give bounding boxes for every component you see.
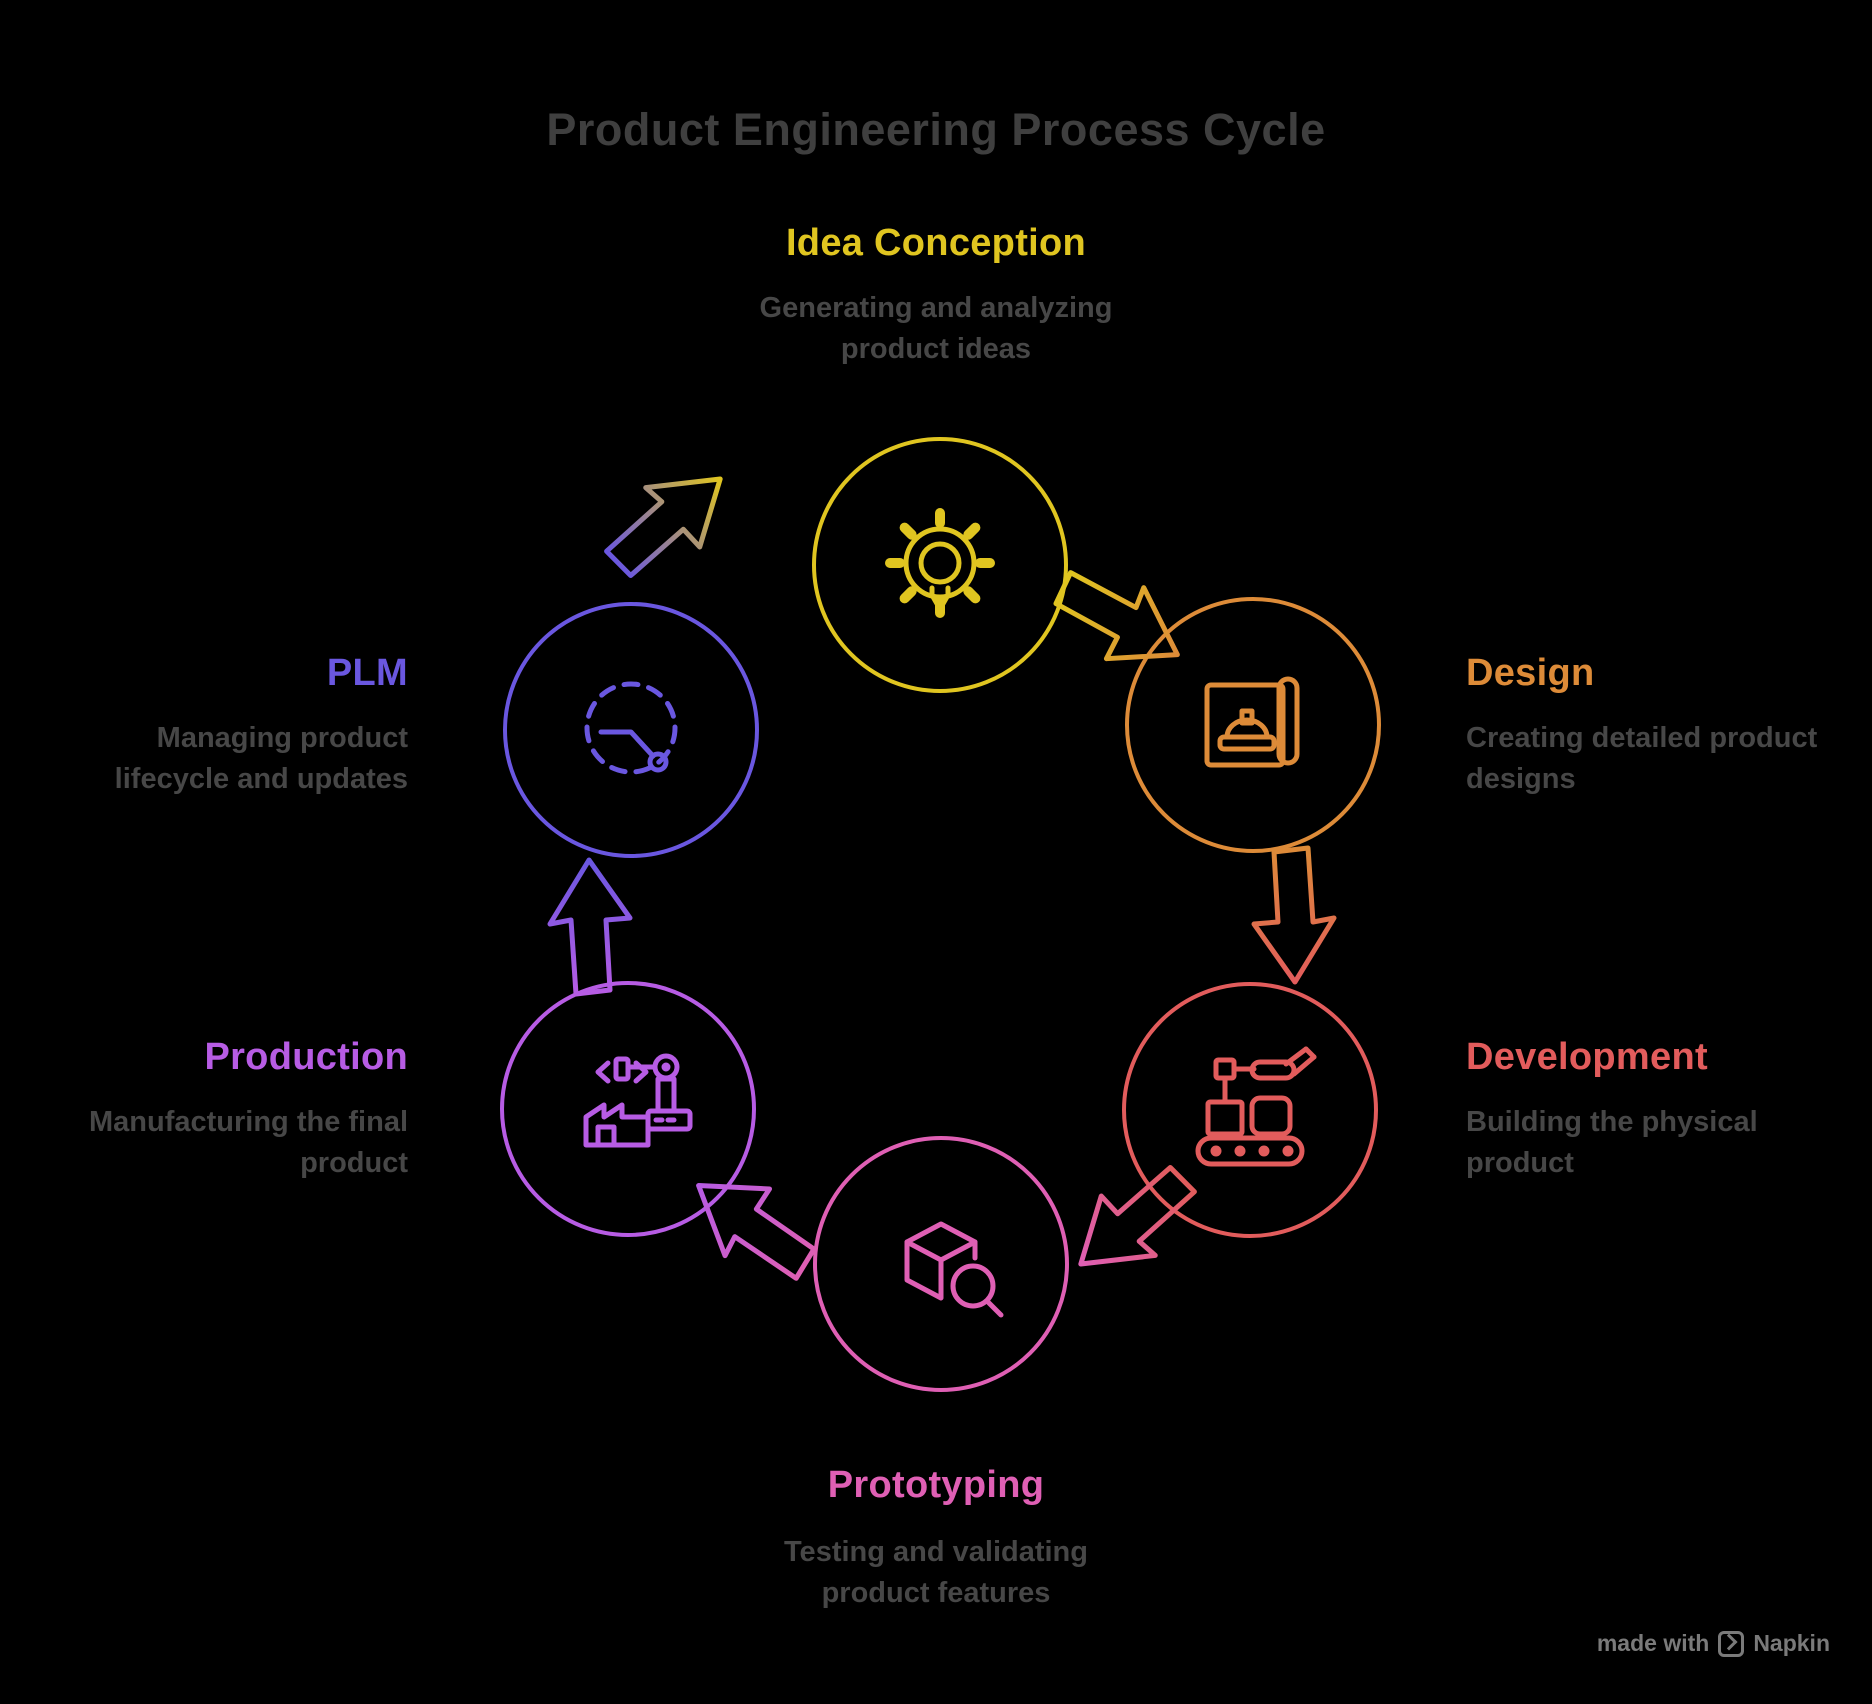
- node-label-block-plm: PLM: [0, 652, 408, 695]
- arrow-idea-to-design: [1053, 570, 1180, 662]
- arrow-plm-to-idea: [604, 476, 723, 579]
- arrow-development-to-prototyping: [1078, 1164, 1197, 1267]
- node-desc-plm: Managing product lifecycle and updates: [114, 722, 408, 795]
- node-label-block-idea-conception: Idea Conception: [636, 222, 1236, 265]
- blueprint-icon: [1204, 676, 1300, 768]
- cube-magnifier-icon: [904, 1221, 1004, 1318]
- node-desc-production: Manufacturing the final product: [89, 1106, 408, 1179]
- node-label-design: Design: [1466, 652, 1595, 694]
- node-label-development: Development: [1466, 1036, 1708, 1078]
- node-circle-prototyping: [813, 1136, 1069, 1392]
- node-label-production: Production: [204, 1036, 408, 1078]
- node-circle-development: [1122, 982, 1378, 1238]
- node-desc-design: Creating detailed product designs: [1466, 722, 1818, 795]
- node-label-prototyping: Prototyping: [827, 1464, 1045, 1506]
- diagram-title: Product Engineering Process Cycle: [546, 104, 1326, 155]
- node-label-plm: PLM: [326, 652, 408, 694]
- node-label-block-development: Development: [1466, 1036, 1872, 1079]
- gear-lightbulb-icon: [885, 508, 995, 618]
- node-desc-idea-conception: Generating and analyzing product ideas: [759, 292, 1113, 365]
- node-label-block-prototyping: Prototyping: [636, 1464, 1236, 1507]
- napkin-logo-icon: [1718, 1630, 1745, 1657]
- node-circle-idea-conception: [812, 437, 1068, 693]
- arrow-prototyping-to-production: [696, 1183, 817, 1281]
- node-circle-design: [1125, 597, 1381, 853]
- node-circle-production: [500, 981, 756, 1237]
- node-label-block-design: Design: [1466, 652, 1872, 695]
- watermark-prefix: made with: [1596, 1630, 1710, 1656]
- lifecycle-arrow-icon: [584, 681, 678, 775]
- node-circle-plm: [503, 602, 759, 858]
- arrow-design-to-development: [1251, 845, 1337, 985]
- assembly-line-icon: [1195, 1046, 1317, 1167]
- factory-icon: [583, 1053, 693, 1148]
- node-desc-prototyping: Testing and validating product features: [784, 1536, 1088, 1609]
- arrow-production-to-plm: [547, 857, 633, 997]
- node-label-block-production: Production: [0, 1036, 408, 1079]
- watermark: made with Napkin: [1597, 1630, 1830, 1657]
- node-label-idea-conception: Idea Conception: [785, 222, 1087, 264]
- watermark-brand: Napkin: [1753, 1630, 1830, 1656]
- node-desc-development: Building the physical product: [1466, 1106, 1758, 1179]
